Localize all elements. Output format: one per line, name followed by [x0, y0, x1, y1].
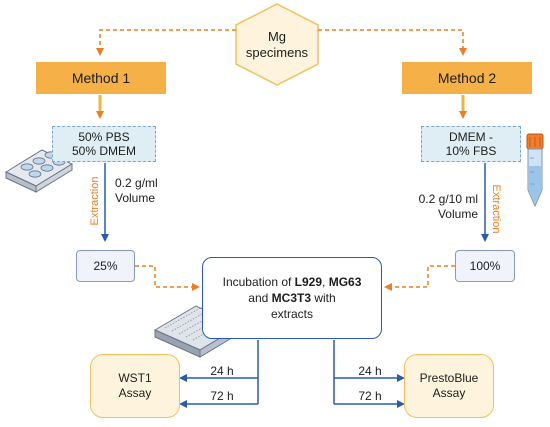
- hexagon-to-method2-connector: [318, 29, 467, 56]
- method1-box: Method 1: [36, 62, 166, 94]
- wst1-line2: Assay: [118, 386, 152, 400]
- method2-label: Method 2: [437, 70, 497, 86]
- method2-volume-label: 0.2 g/10 ml Volume: [398, 192, 478, 222]
- cell-line-mg63: MG63: [328, 275, 362, 289]
- method1-prep-line1: 50% PBS: [78, 130, 130, 144]
- falcon-tube-icon: [526, 133, 544, 208]
- cell-line-mc3t3: MC3T3: [271, 291, 311, 305]
- presto-24h-label: 24 h: [358, 364, 382, 378]
- method1-volume-line2: Volume: [115, 191, 156, 205]
- incubation-box: Incubation of L929, MG63 and MC3T3 with …: [202, 257, 382, 339]
- concentration-100-box: 100%: [455, 250, 515, 282]
- conc100-to-incubation-connector: [384, 265, 455, 291]
- method2-extraction-label: Extraction: [490, 184, 502, 234]
- method1-volume-label: 0.2 g/ml Volume: [115, 176, 185, 206]
- incubation-line1: Incubation of L929, MG63: [223, 274, 362, 290]
- method2-volume-line2: Volume: [437, 207, 478, 221]
- incubation-text-1: Incubation of: [222, 275, 295, 289]
- method1-extraction-label: Extraction: [89, 176, 101, 226]
- method2-prep-line1: DMEM -: [449, 130, 493, 144]
- presto-line1: PrestoBlue: [419, 371, 479, 385]
- presto-72h-label: 72 h: [358, 389, 382, 403]
- wst1-72h-label: 72 h: [210, 389, 234, 403]
- method2-prep-line2: 10% FBS: [445, 144, 497, 158]
- concentration-100-label: 100%: [469, 259, 501, 273]
- method1-prep-box: 50% PBS 50% DMEM: [52, 126, 156, 162]
- wst1-assay-box: WST1 Assay: [90, 354, 180, 418]
- method1-volume-line1: 0.2 g/ml: [115, 176, 158, 190]
- concentration-25-box: 25%: [76, 250, 135, 282]
- incubation-text-2: ,: [322, 275, 329, 289]
- conc25-to-incubation-connector: [135, 265, 200, 291]
- mg-specimens-label: Mg specimens: [236, 22, 318, 68]
- incubation-text-4: with: [311, 291, 336, 305]
- incubation-line3: extracts: [270, 307, 313, 321]
- concentration-25-label: 25%: [93, 259, 118, 273]
- prestoblue-assay-box: PrestoBlue Assay: [404, 354, 494, 418]
- method1-prep-line2: 50% DMEM: [71, 144, 136, 158]
- method2-volume-line1: 0.2 g/10 ml: [418, 192, 478, 206]
- specimens-line2: specimens: [245, 45, 309, 60]
- method1-label: Method 1: [71, 70, 131, 86]
- cell-line-l929: L929: [294, 275, 323, 289]
- presto-line2: Assay: [432, 386, 466, 400]
- incubation-line2: and MC3T3 with: [248, 290, 335, 306]
- specimens-line1: Mg: [267, 29, 287, 44]
- wst1-24h-label: 24 h: [210, 364, 234, 378]
- specimen-hexagon: [235, 3, 319, 86]
- method2-prep-box: DMEM - 10% FBS: [421, 126, 521, 162]
- method2-box: Method 2: [402, 62, 532, 94]
- hexagon-to-method1-connector: [96, 29, 236, 56]
- incubation-text-3: and: [248, 291, 272, 305]
- wst1-line1: WST1: [118, 371, 152, 385]
